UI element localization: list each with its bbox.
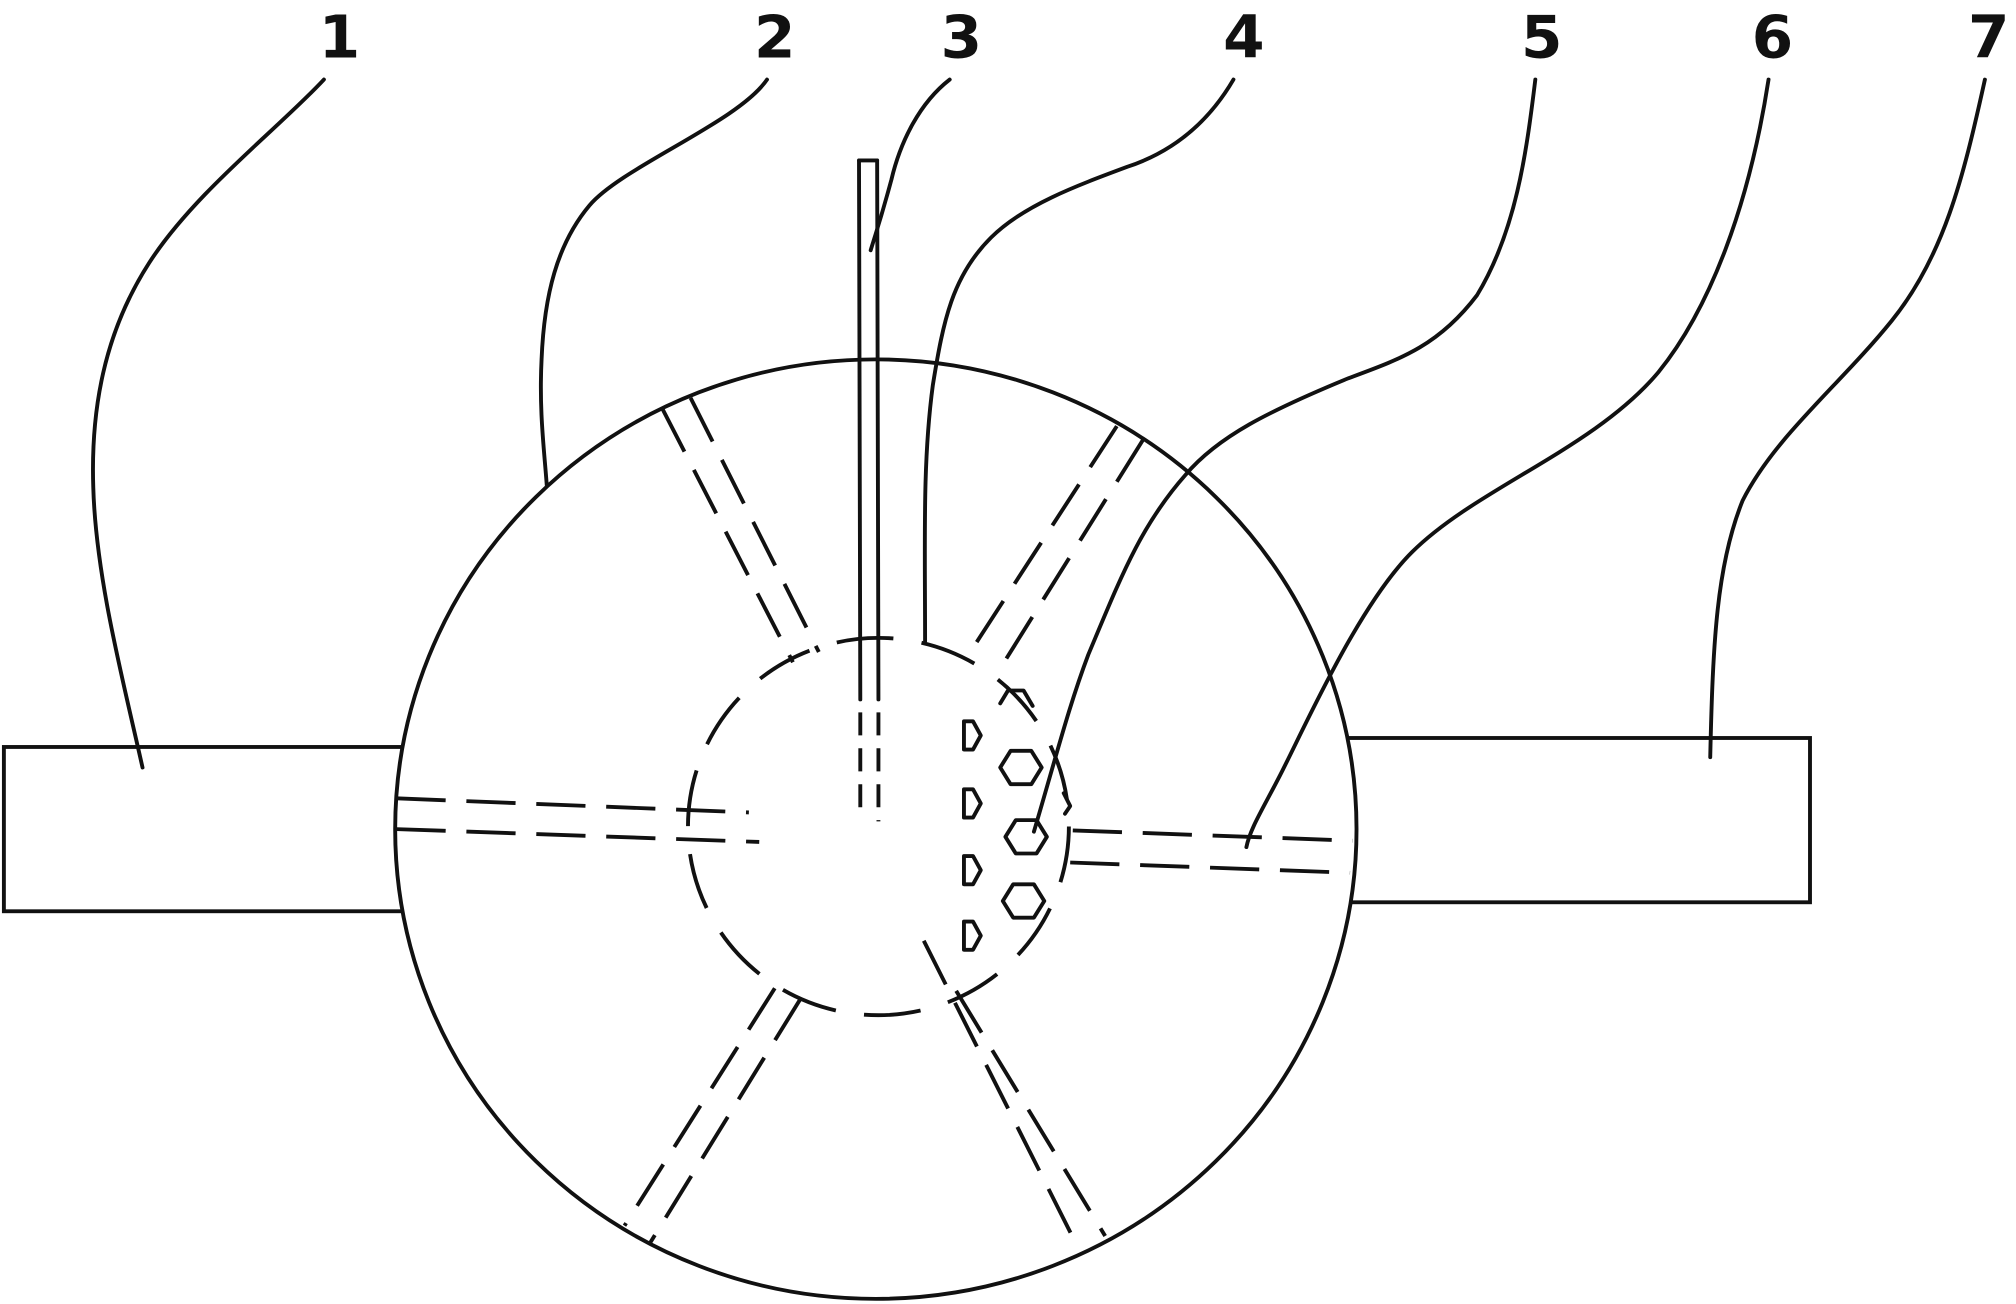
half-hexagon-hole	[962, 719, 983, 752]
spoke-lower-right	[922, 939, 1107, 1249]
hexagon-hole-partial	[998, 688, 1035, 708]
spoke-upper-left-line-b	[688, 397, 821, 653]
spoke-left	[396, 796, 760, 844]
reference-label-7: 7	[1968, 3, 2009, 72]
hexagon-hole	[998, 748, 1044, 787]
spoke-lower-left	[622, 987, 803, 1244]
leader-line-6	[1244, 77, 1771, 850]
spoke-upper-right	[963, 425, 1145, 674]
half-hexagon-holes	[962, 719, 983, 952]
right-block	[1332, 736, 1812, 905]
spoke-upper-right-line-b	[995, 439, 1145, 674]
leader-line-1	[91, 77, 326, 770]
hexagon-holes	[998, 688, 1073, 920]
hexagon-hole	[1003, 818, 1049, 856]
spoke-lower-right-line-b	[954, 989, 1107, 1237]
reference-label-1: 1	[319, 3, 360, 72]
reference-label-6: 6	[1752, 3, 1793, 72]
rod-right-edge	[875, 158, 881, 702]
leader-line-7	[1708, 77, 1987, 760]
hexagon-hole	[1000, 882, 1047, 920]
outer-disc	[393, 357, 1359, 1301]
spoke-left-line-b	[396, 827, 760, 844]
spoke-lower-right-line-a	[922, 939, 1080, 1249]
leader-line-3	[868, 77, 952, 253]
half-hexagon-hole	[962, 919, 983, 952]
spoke-right-line-b	[1070, 860, 1351, 875]
rod-left-edge	[857, 158, 863, 702]
reference-label-3: 3	[941, 3, 982, 72]
spoke-right-line-a	[1072, 828, 1353, 843]
spoke-upper-right-line-a	[963, 425, 1119, 661]
leader-line-5	[1031, 77, 1538, 834]
leader-line-2	[538, 77, 769, 488]
spoke-lower-left-line-a	[622, 987, 777, 1227]
half-hexagon-hole	[962, 787, 983, 820]
half-hexagon-hole	[962, 854, 983, 887]
spoke-upper-left	[660, 397, 821, 664]
spoke-lower-left-line-b	[648, 997, 803, 1244]
leader-line-4	[922, 77, 1236, 644]
spoke-right	[1070, 828, 1353, 875]
reference-label-5: 5	[1521, 3, 1562, 72]
vertical-rod	[857, 158, 881, 822]
reference-label-4: 4	[1223, 3, 1264, 72]
reference-label-2: 2	[754, 3, 795, 72]
spoke-upper-left-line-a	[660, 407, 795, 664]
left-block	[1, 745, 421, 914]
hexagon-hole-partial	[1061, 791, 1073, 816]
spoke-left-line-a	[396, 796, 749, 815]
